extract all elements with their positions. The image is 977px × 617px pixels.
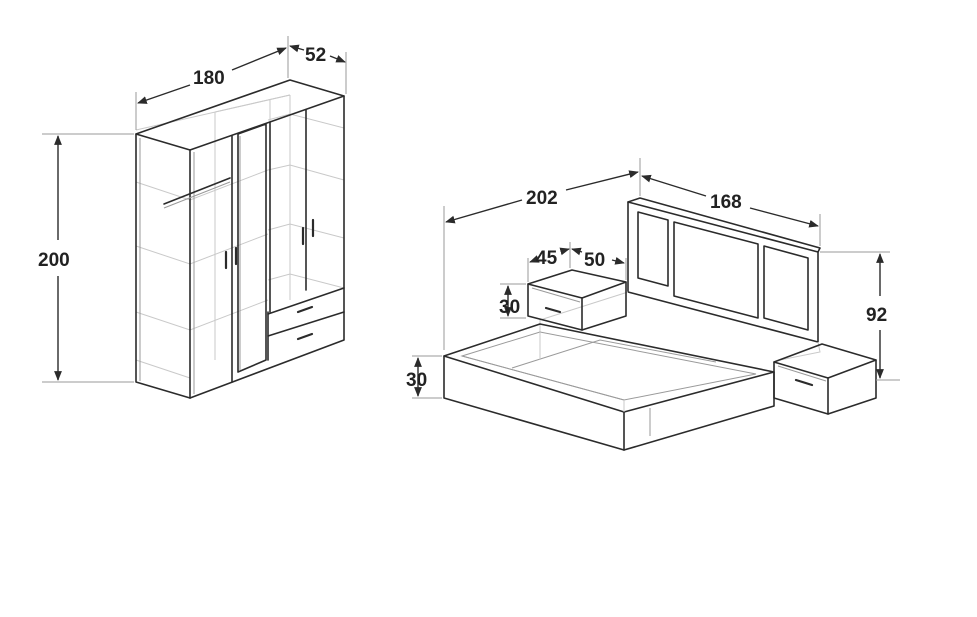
wardrobe <box>135 79 345 399</box>
nightstand-depth-dim-line <box>571 247 583 256</box>
wardrobe-left-side <box>135 133 191 399</box>
wardrobe-drawer-upper <box>267 287 345 315</box>
nightstand-dimensions: 45 50 30 <box>499 242 627 319</box>
nightstand-depth-label: 50 <box>584 250 605 271</box>
bed <box>443 197 821 451</box>
nightstand-left <box>527 269 627 331</box>
wardrobe-depth-label: 52 <box>305 45 326 66</box>
bed-headboard <box>627 201 819 343</box>
wardrobe-width-dim-line <box>137 84 191 104</box>
nightstand-width-label: 45 <box>536 248 558 269</box>
wardrobe-dimensions: 180 52 200 <box>38 36 347 383</box>
nightstand-width-dim-line <box>529 255 540 263</box>
nightstand-left-handle <box>544 306 562 314</box>
bed-dimensions: 202 168 92 30 <box>406 158 900 399</box>
bed-frame-front <box>443 355 625 451</box>
nightstand-right-handle <box>794 378 814 387</box>
bed-length-dim-line <box>445 199 523 224</box>
wardrobe-width-label: 180 <box>193 68 225 89</box>
bed-headboard-panel-center <box>673 221 759 319</box>
bed-headboard-panel-right <box>763 245 809 331</box>
bed-width-label: 168 <box>710 192 742 213</box>
nightstand-right <box>773 343 877 415</box>
wardrobe-mirror-door <box>237 123 267 373</box>
bed-width-dim-line <box>641 174 707 197</box>
bed-headboard-panel-left <box>637 211 669 287</box>
bed-headboard-height-label: 92 <box>866 305 887 326</box>
wardrobe-height-label: 200 <box>38 250 70 271</box>
wardrobe-depth-dim-line <box>289 44 305 53</box>
wardrobe-hanging-rail <box>163 177 231 205</box>
nightstand-height-label: 30 <box>499 297 520 318</box>
bed-length-label: 202 <box>526 188 558 209</box>
wardrobe-drawer-lower <box>267 311 345 337</box>
wardrobe-right-edge <box>189 95 345 399</box>
bed-base-height-label: 30 <box>406 370 427 391</box>
